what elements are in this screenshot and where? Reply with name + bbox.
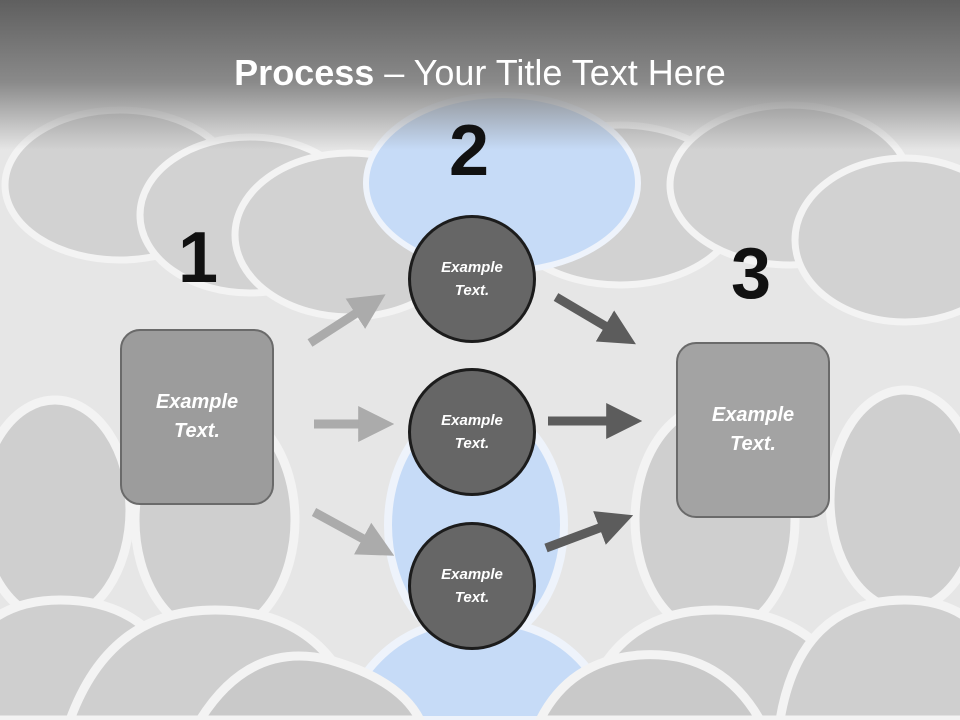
title-dash: – [374, 52, 414, 93]
person-body [775, 595, 960, 720]
step-number-1: 1 [178, 218, 219, 298]
speech-bubble-shape [791, 154, 960, 326]
arrow-to-top-circle [307, 294, 386, 347]
circle-text-line: Example [441, 566, 503, 583]
box-text-line: Example [155, 391, 239, 413]
title-rest: Your Title Text Here [413, 52, 726, 93]
title-bar [0, 0, 960, 150]
circle-text-line: Example [441, 412, 503, 429]
circle-text-line: Text. [454, 589, 490, 606]
box-text-line: Text. [730, 433, 776, 455]
circle-text-line: Example [441, 259, 503, 276]
arrow-from-top-circle [553, 293, 636, 345]
title-bold-word: Process [234, 52, 375, 93]
person-body [534, 650, 766, 720]
arrow-to-bottom-circle [311, 508, 395, 556]
step-number-3: 3 [731, 234, 772, 314]
slide-title: Process – Your Title Text Here [0, 52, 960, 94]
box-text-line: Example [711, 404, 795, 426]
person-body [194, 651, 426, 720]
box-text-line: Text. [174, 420, 220, 442]
circle-text-line: Text. [454, 435, 490, 452]
circle-text-line: Text. [454, 282, 490, 299]
arrow-from-bottom-circle [544, 511, 634, 553]
step-number-2: 2 [449, 111, 490, 191]
